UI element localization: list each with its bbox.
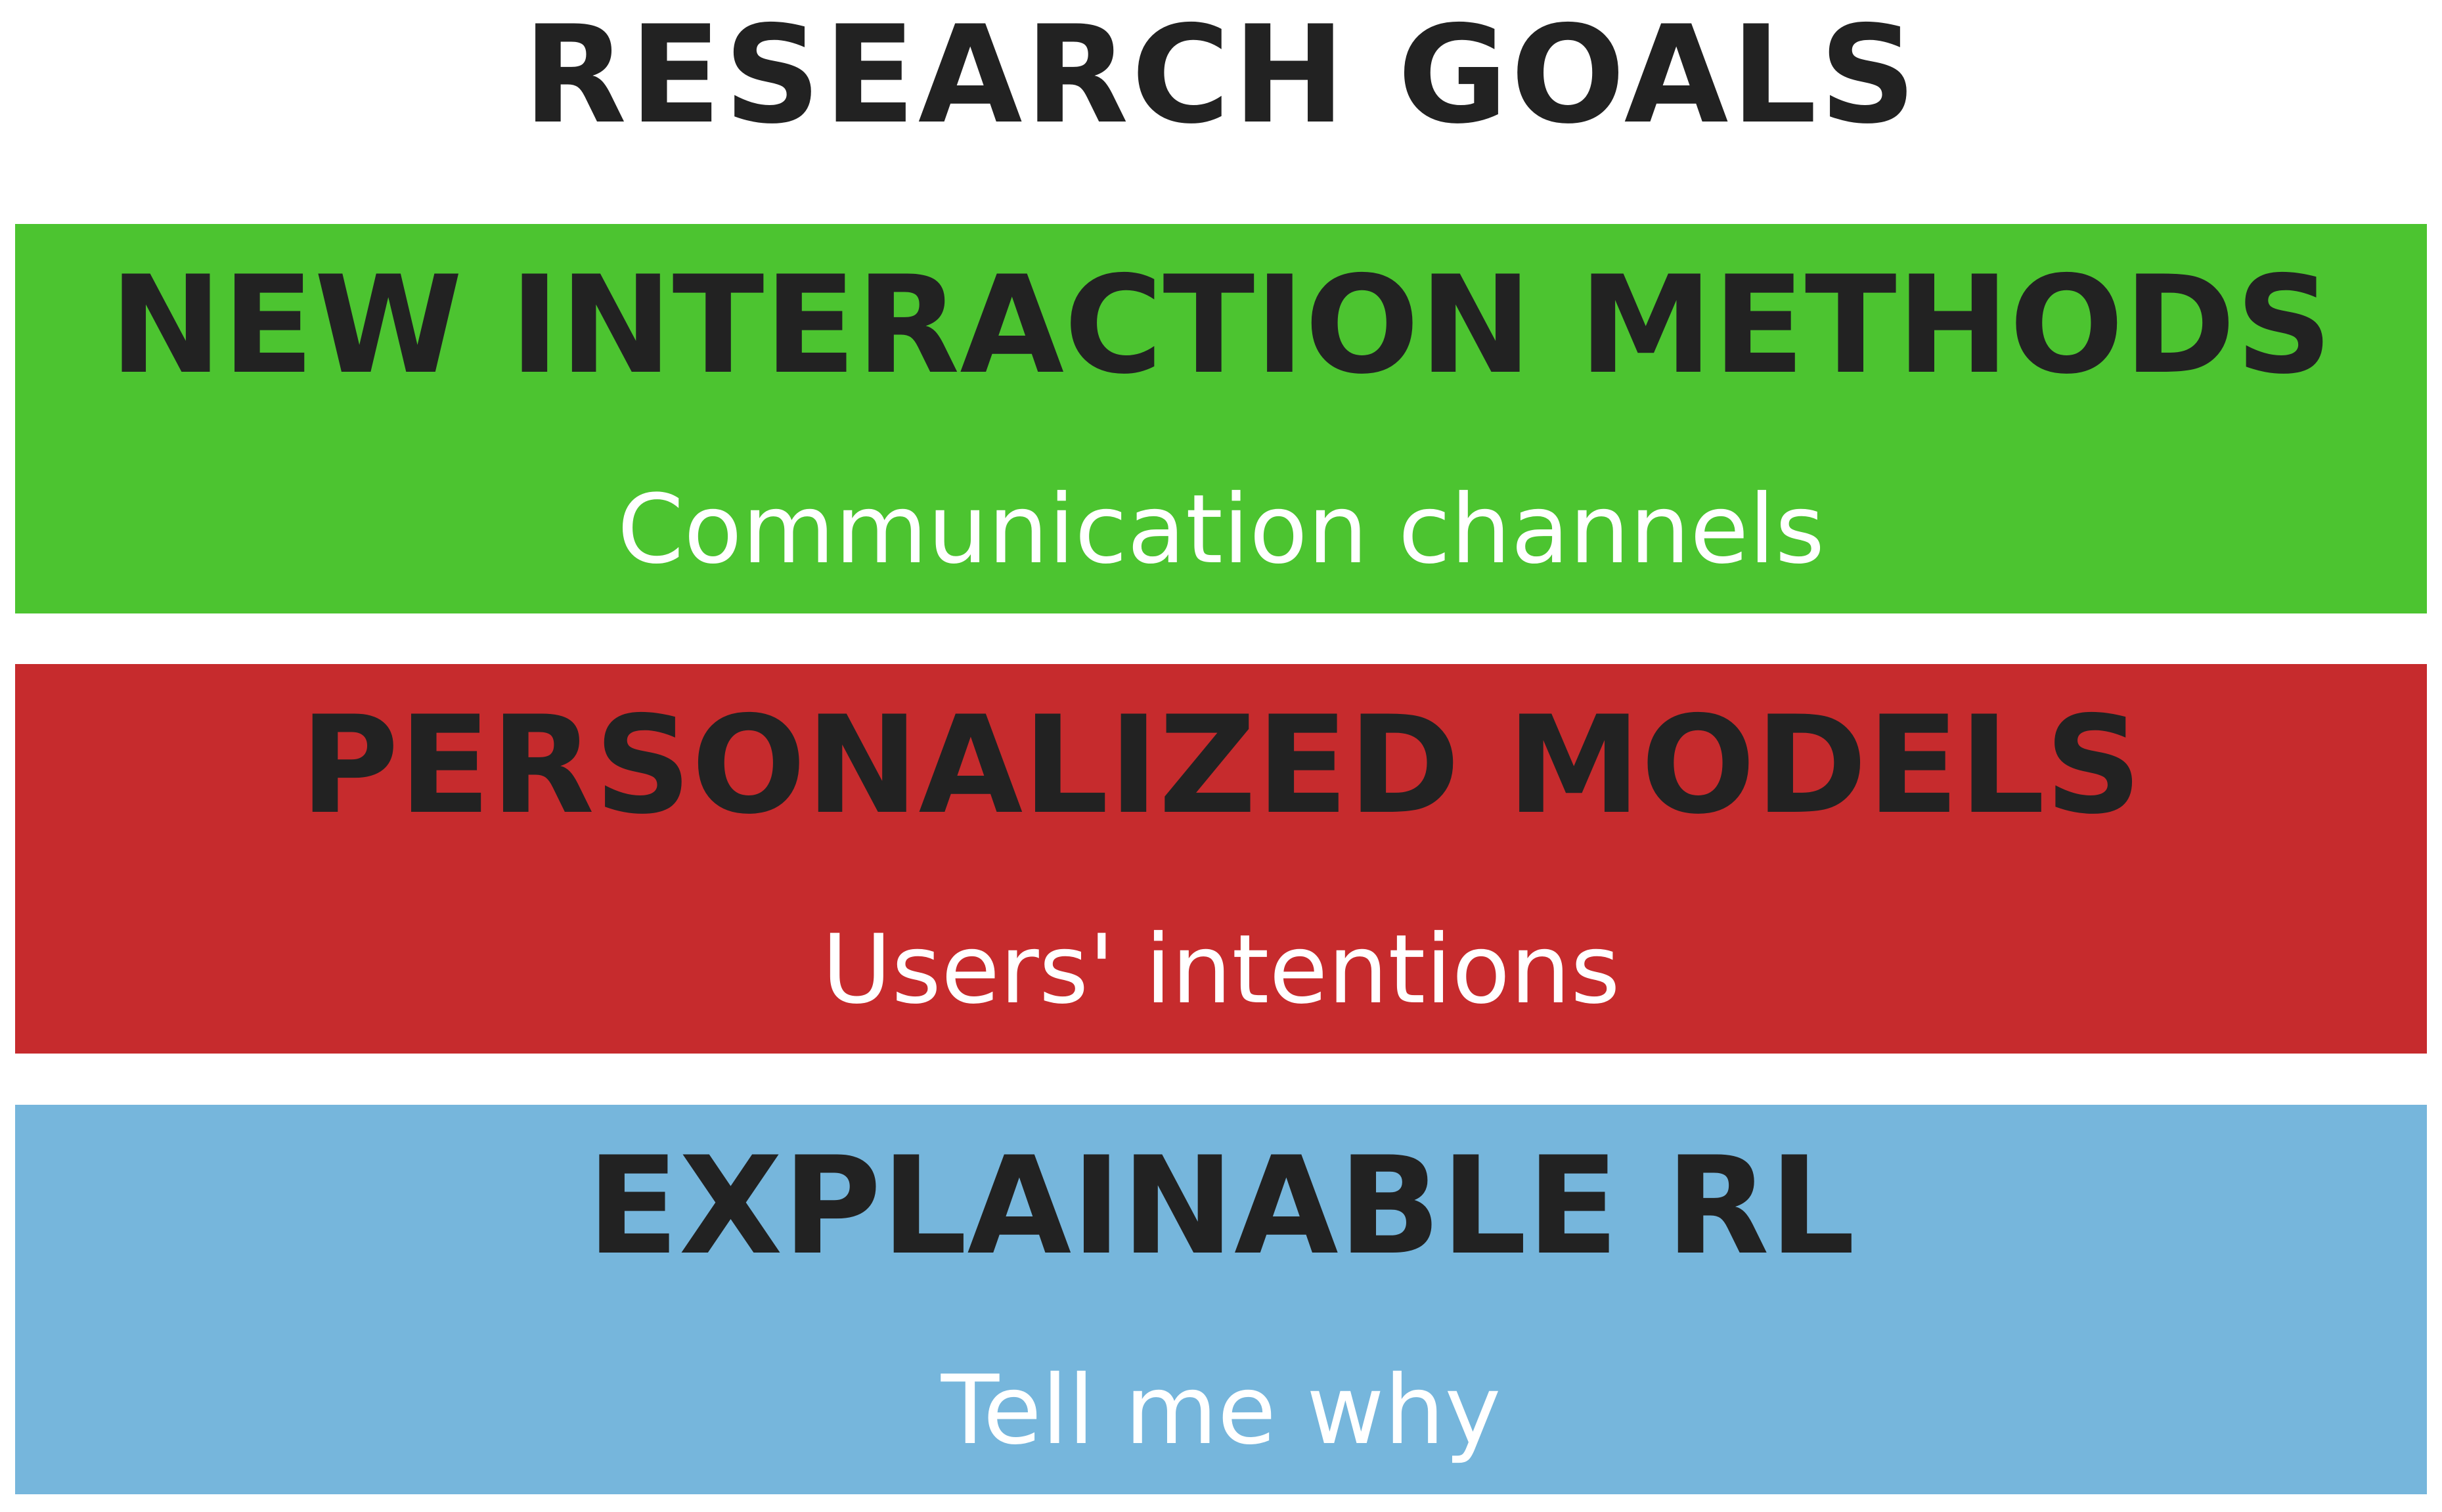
goal-heading: EXPLAINABLE RL <box>587 1128 1855 1285</box>
goal-heading: NEW INTERACTION METHODS <box>109 247 2333 404</box>
goal-subtitle: Users' intentions <box>822 914 1620 1025</box>
goal-band-interaction-methods: NEW INTERACTION METHODS Communication ch… <box>15 224 2427 613</box>
goal-band-explainable-rl: EXPLAINABLE RL Tell me why <box>15 1105 2427 1494</box>
goal-subtitle: Communication channels <box>617 474 1825 585</box>
goal-subtitle: Tell me why <box>941 1354 1501 1466</box>
goal-heading: PERSONALIZED MODELS <box>300 687 2142 844</box>
page-title: RESEARCH GOALS <box>523 0 1919 154</box>
goal-band-personalized-models: PERSONALIZED MODELS Users' intentions <box>15 664 2427 1054</box>
